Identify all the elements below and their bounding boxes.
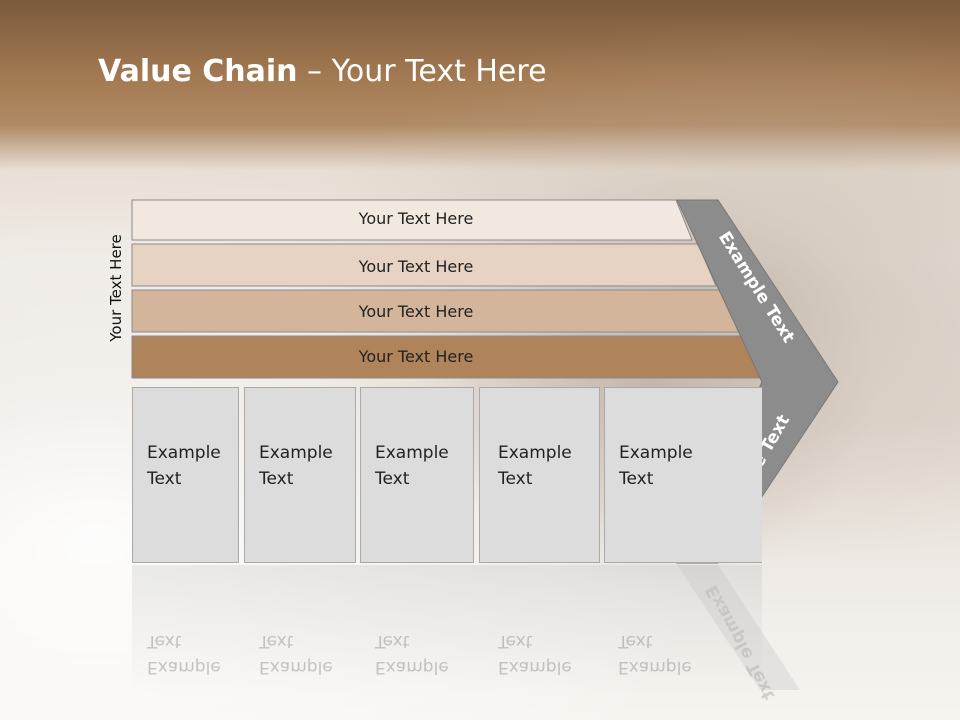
box-5-line1: Example [619,443,693,463]
activity-box-1: Example Text [132,387,239,563]
box-1-reflection-line1: Example [147,657,221,677]
box-1-line2: Text [147,469,182,489]
box-5-reflection-line2: Text [618,631,653,651]
bar-1 [131,199,693,241]
bar-1-label: Your Text Here [358,209,474,228]
box-3-reflection-line2: Text [375,631,410,651]
box-2-reflection: Example Text [259,628,333,680]
title-rest: – Your Text Here [297,54,547,89]
slide-title: Value Chain – Your Text Here [98,54,547,89]
box-5-reflection: Example Text [618,628,692,680]
box-3-line2: Text [375,469,410,489]
bar-2-label: Your Text Here [358,257,474,276]
chevron-reflection [677,565,800,690]
box-2-line2: Text [259,469,294,489]
bar-3-label: Your Text Here [358,302,474,321]
box-4-line2: Text [498,469,533,489]
box-3-reflection: Example Text [375,628,449,680]
box-2-reflection-line2: Text [259,631,294,651]
activity-box-3: Example Text [360,387,474,563]
title-bold: Value Chain [98,54,298,89]
box-5-reflection-line1: Example [618,657,692,677]
box-2-reflection-line1: Example [259,657,333,677]
box-5-line2: Text [619,469,654,489]
bar-4-label: Your Text Here [358,347,474,366]
box-4-reflection: Example Text [498,628,572,680]
activity-box-5: Example Text [604,387,762,563]
box-3-line1: Example [375,443,449,463]
box-1-line1: Example [147,443,221,463]
box-1-reflection-line2: Text [147,631,182,651]
bar-2 [131,243,717,287]
boxes-reflection [132,565,762,695]
box-4-line1: Example [498,443,572,463]
activity-box-4: Example Text [479,387,600,563]
box-3-reflection-line1: Example [375,657,449,677]
box-4-reflection-line2: Text [498,631,533,651]
box-4-reflection-line1: Example [498,657,572,677]
box-2-line1: Example [259,443,333,463]
box-1-reflection: Example Text [147,628,221,680]
activity-box-2: Example Text [244,387,356,563]
